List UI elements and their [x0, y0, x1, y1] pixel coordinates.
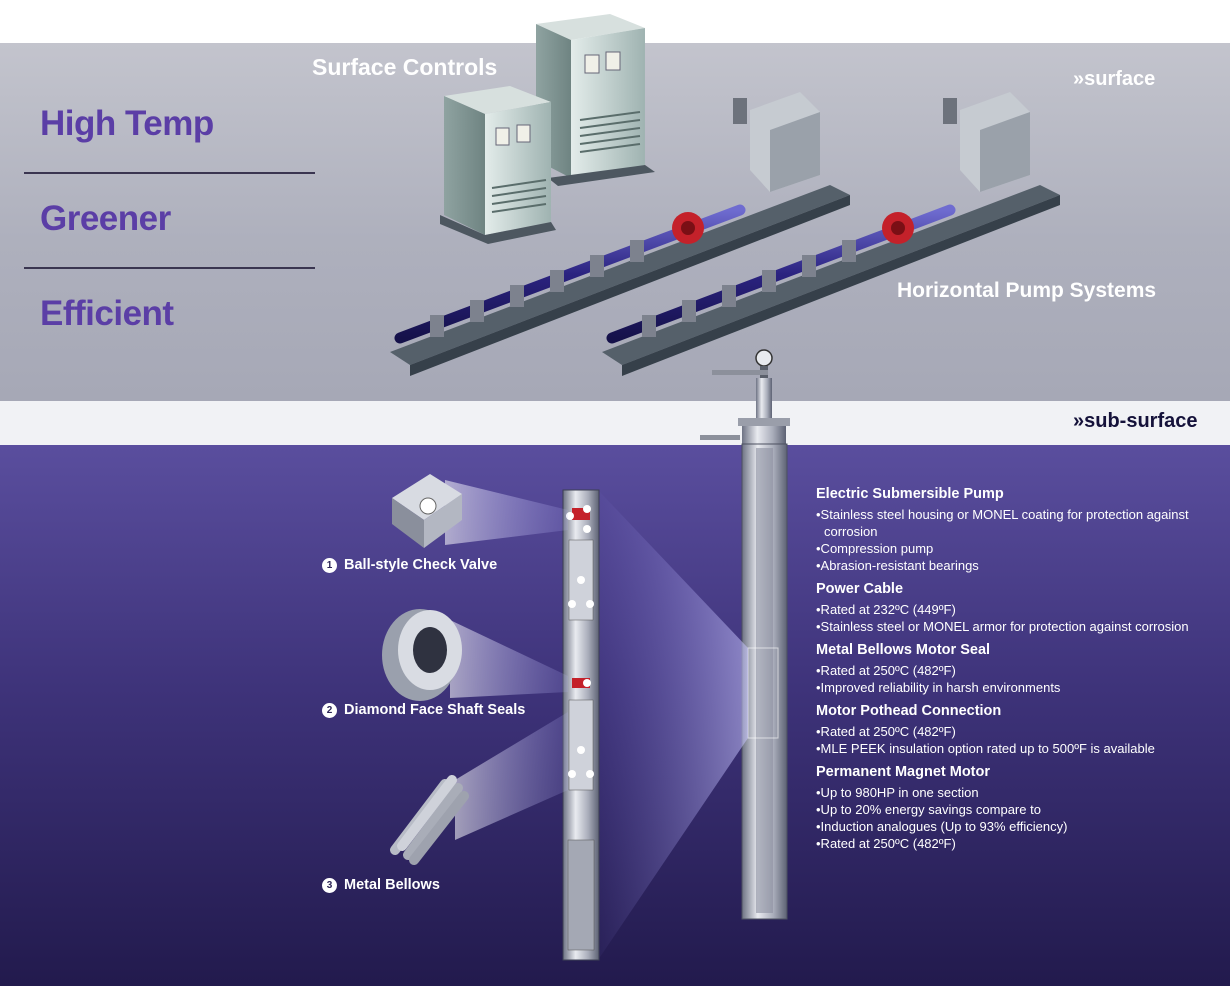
spec-item: •Abrasion-resistant bearings [816, 558, 979, 573]
callout-number-badge: 1 [322, 557, 337, 573]
callout-number-badge: 3 [322, 877, 337, 893]
feature-divider [24, 172, 315, 174]
horizontal-pump-skid [390, 92, 850, 376]
sub-surface-band [0, 401, 1230, 445]
control-cabinet [536, 14, 655, 186]
spec-item: •Rated at 250ºC (482ºF) [816, 724, 956, 739]
metal-bellows-part [390, 775, 469, 865]
spec-item: •Up to 980HP in one section [816, 785, 979, 800]
cutaway-tool-string [562, 489, 600, 961]
callout-label: Diamond Face Shaft Seals [344, 702, 526, 718]
spec-pothead: Motor Pothead Connection •Rated at 250ºC… [816, 703, 1196, 757]
spec-item: •Induction analogues (Up to 93% efficien… [816, 819, 1068, 834]
spec-motor-seal: Metal Bellows Motor Seal •Rated at 250ºC… [816, 642, 1196, 696]
magnification-beam [455, 712, 568, 840]
spec-esp: Electric Submersible Pump •Stainless ste… [816, 486, 1196, 574]
magnification-beam [598, 490, 748, 960]
spec-pm-motor: Permanent Magnet Motor •Up to 980HP in o… [816, 764, 1196, 852]
callout-label: Ball-style Check Valve [344, 557, 498, 573]
spec-title: Power Cable [816, 581, 904, 597]
spec-item: •Rated at 232ºC (449ºF) [816, 602, 956, 617]
spec-item: •Compression pump [816, 541, 934, 556]
spec-title: Metal Bellows Motor Seal [816, 642, 991, 658]
horizontal-pump-skid [602, 92, 1060, 376]
spec-item: •Rated at 250ºC (482ºF) [816, 663, 956, 678]
subsurface-section-tag: »sub-surface [1073, 410, 1198, 432]
check-valve-part [392, 474, 462, 548]
spec-title: Permanent Magnet Motor [816, 764, 991, 780]
spec-item: •Stainless steel or MONEL armor for prot… [816, 619, 1189, 634]
spec-title: Motor Pothead Connection [816, 703, 1002, 719]
feature-efficient: Efficient [40, 294, 174, 333]
callout-metal-bellows: 3 Metal Bellows [322, 877, 440, 893]
spec-item: •Rated at 250ºC (482ºF) [816, 836, 956, 851]
surface-controls-label: Surface Controls [312, 54, 498, 80]
horizontal-pump-systems-label: Horizontal Pump Systems [897, 279, 1157, 302]
callout-shaft-seals: 2 Diamond Face Shaft Seals [322, 702, 525, 718]
spec-item: •Stainless steel housing or MONEL coatin… [816, 507, 1189, 539]
feature-high-temp: High Temp [40, 104, 214, 143]
well-casing [741, 443, 788, 920]
callout-check-valve: 1 Ball-style Check Valve [322, 557, 497, 573]
magnification-beam [450, 620, 568, 698]
callout-number-badge: 2 [322, 702, 337, 718]
callout-label: Metal Bellows [344, 877, 440, 893]
spec-title: Electric Submersible Pump [816, 486, 1004, 502]
control-cabinet [440, 86, 556, 244]
surface-section-tag: »surface [1073, 68, 1156, 90]
spec-item: •MLE PEEK insulation option rated up to … [816, 741, 1155, 756]
spec-power-cable: Power Cable •Rated at 232ºC (449ºF) •Sta… [816, 581, 1196, 635]
feature-divider [24, 267, 315, 269]
feature-greener: Greener [40, 199, 171, 238]
magnification-beam [445, 480, 568, 545]
spec-item: •Up to 20% energy savings compare to [816, 802, 1041, 817]
component-specs: Electric Submersible Pump •Stainless ste… [816, 486, 1196, 859]
wellhead [700, 349, 790, 444]
spec-item: •Improved reliability in harsh environme… [816, 680, 1061, 695]
shaft-seal-part [382, 609, 462, 701]
